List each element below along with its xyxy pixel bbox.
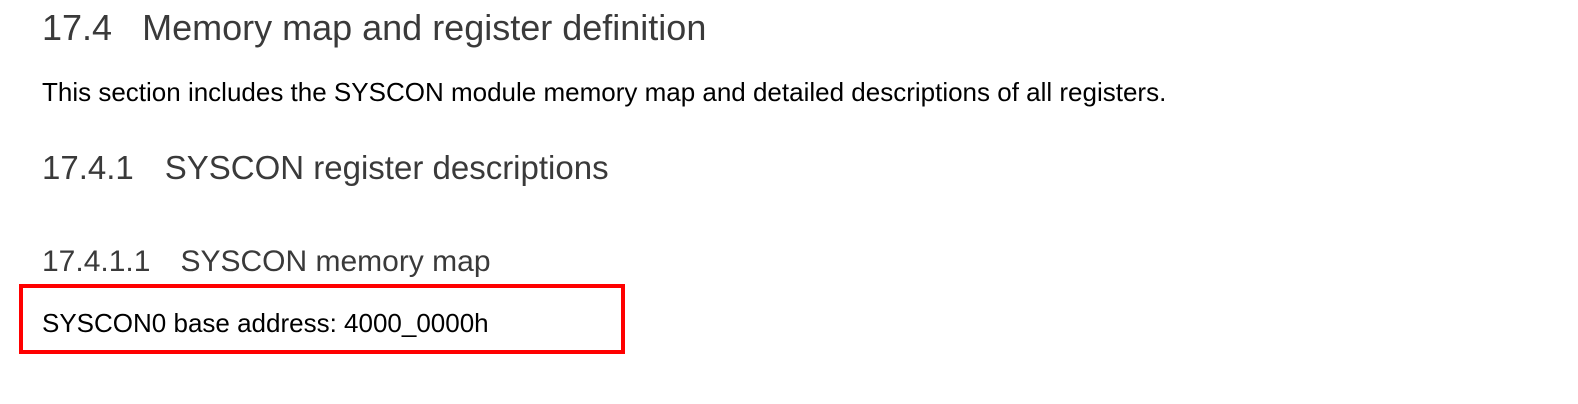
subsection-heading: 17.4.1 SYSCON register descriptions — [42, 151, 609, 184]
subsection-title: SYSCON register descriptions — [164, 149, 609, 186]
subsubsection-number: 17.4.1.1 — [42, 245, 151, 278]
subsubsection-heading: 17.4.1.1 SYSCON memory map — [42, 247, 491, 277]
subsubsection-title: SYSCON memory map — [180, 245, 491, 278]
section-heading: 17.4 Memory map and register definition — [42, 10, 706, 46]
subsection-number: 17.4.1 — [42, 149, 134, 186]
section-intro-paragraph: This section includes the SYSCON module … — [42, 77, 1167, 107]
section-title: Memory map and register definition — [142, 7, 707, 48]
section-number: 17.4 — [42, 7, 113, 48]
highlight-box — [19, 284, 625, 354]
base-address-text: SYSCON0 base address: 4000_0000h — [42, 308, 489, 338]
